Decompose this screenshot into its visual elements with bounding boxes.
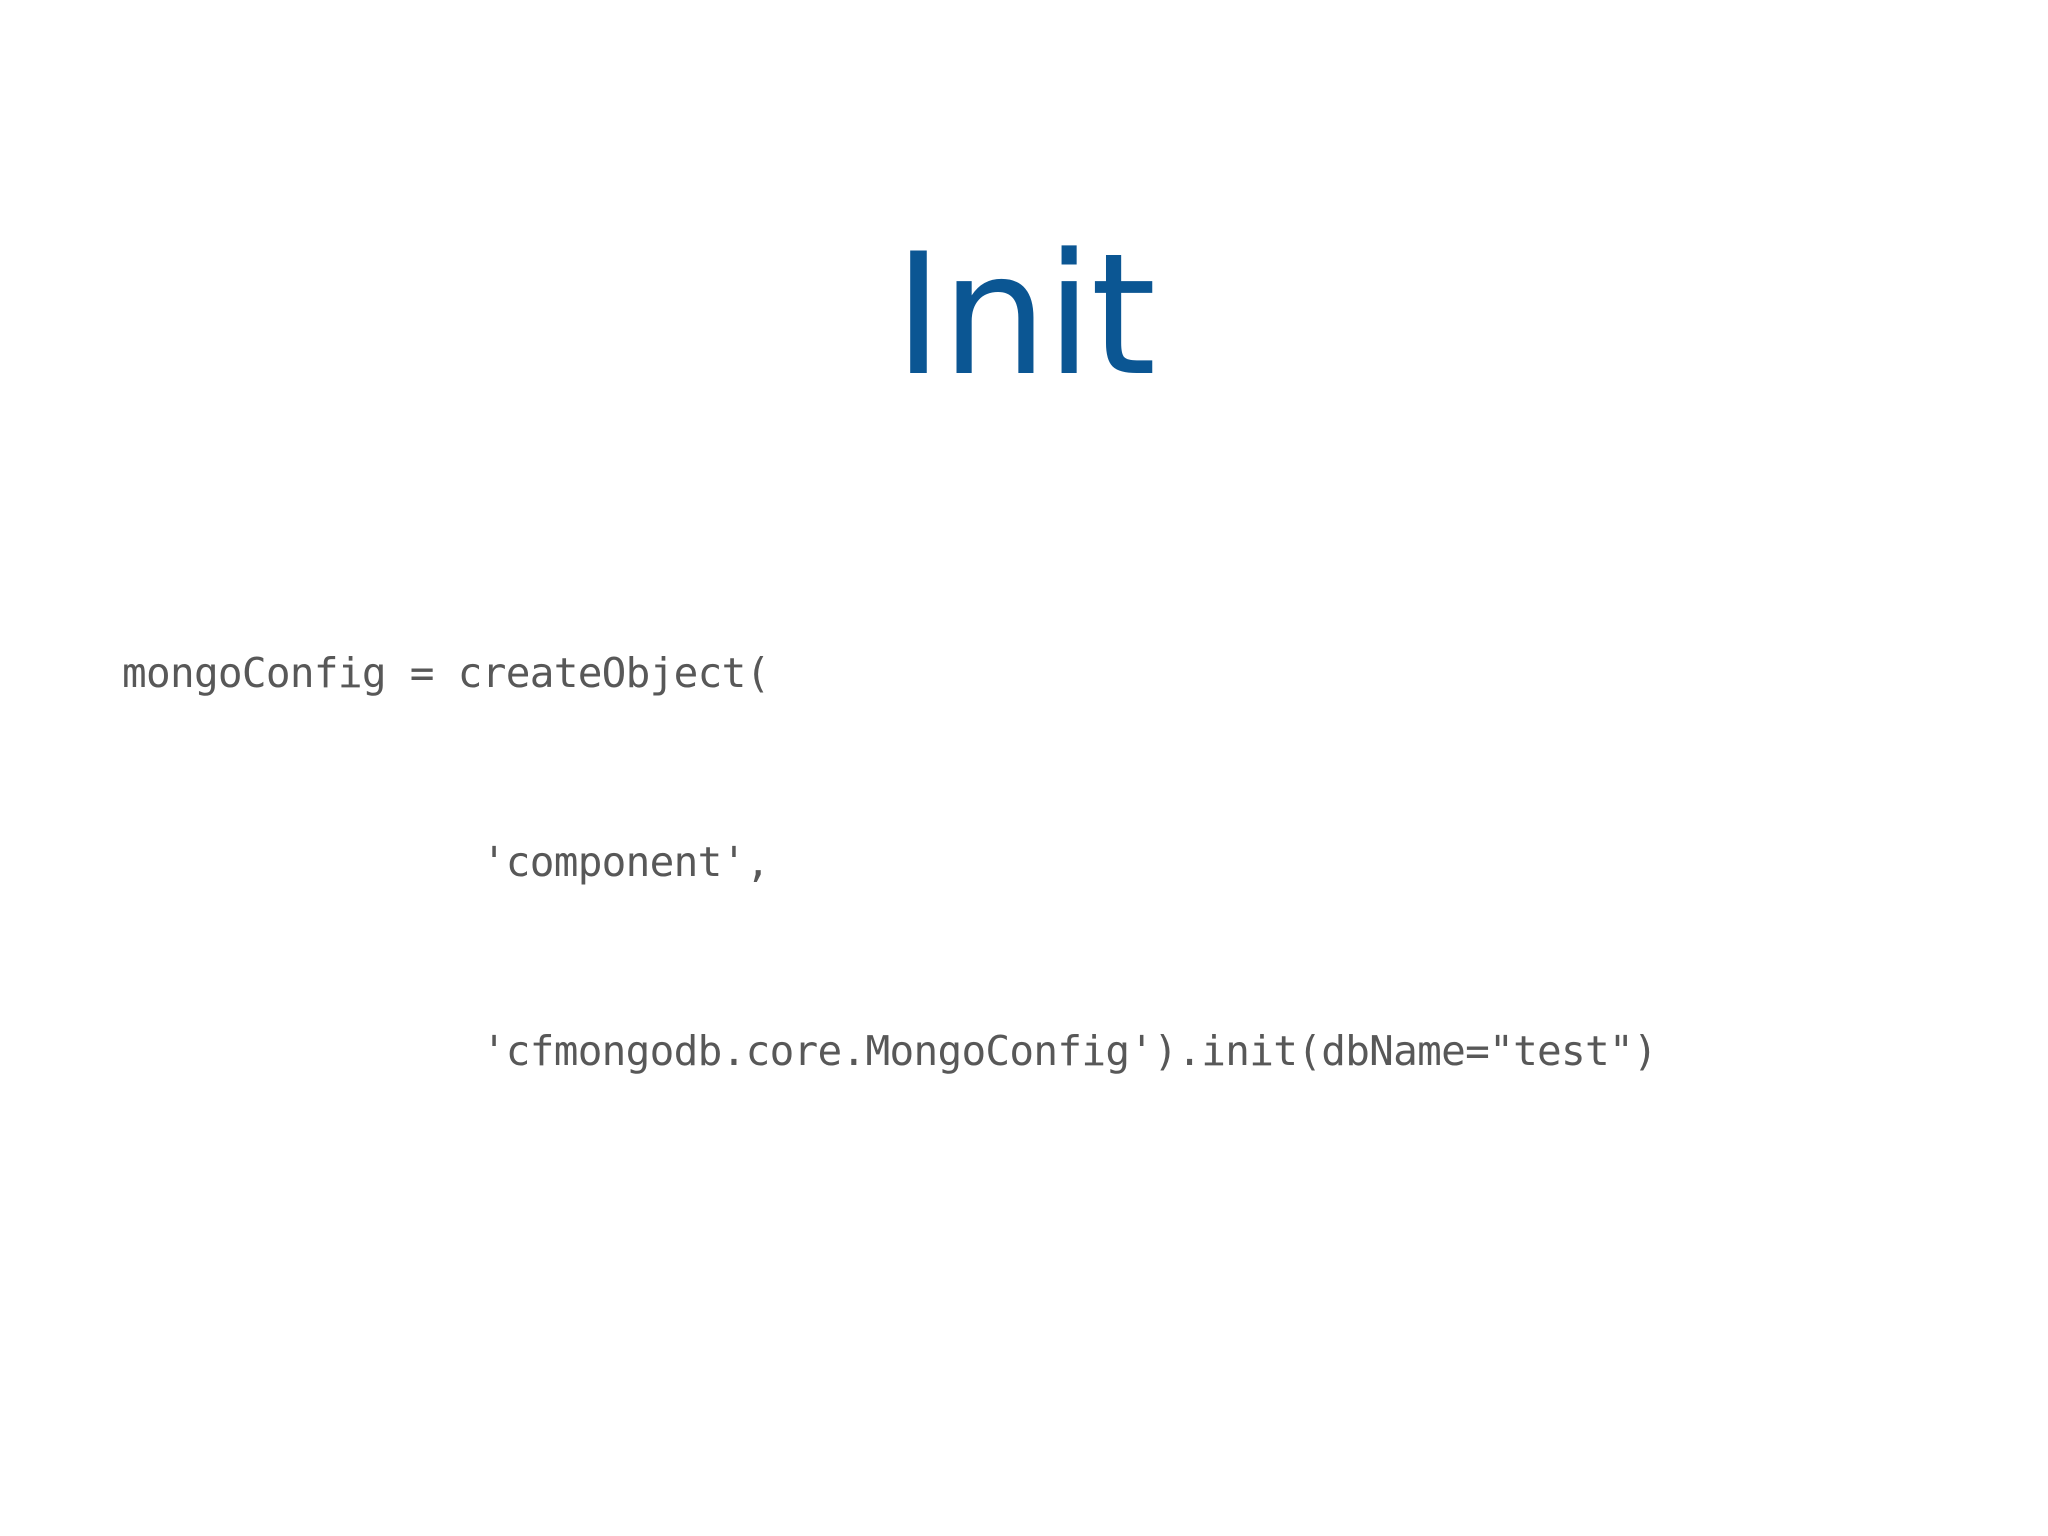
code-line-1: mongoConfig = createObject( [122, 649, 770, 697]
code-line-3: 'cfmongodb.core.MongoConfig').init(dbNam… [122, 1027, 1658, 1075]
page-title: Init [893, 216, 1157, 413]
code-block: mongoConfig = createObject( 'component',… [122, 516, 2022, 1209]
code-line-2: 'component', [122, 838, 771, 886]
